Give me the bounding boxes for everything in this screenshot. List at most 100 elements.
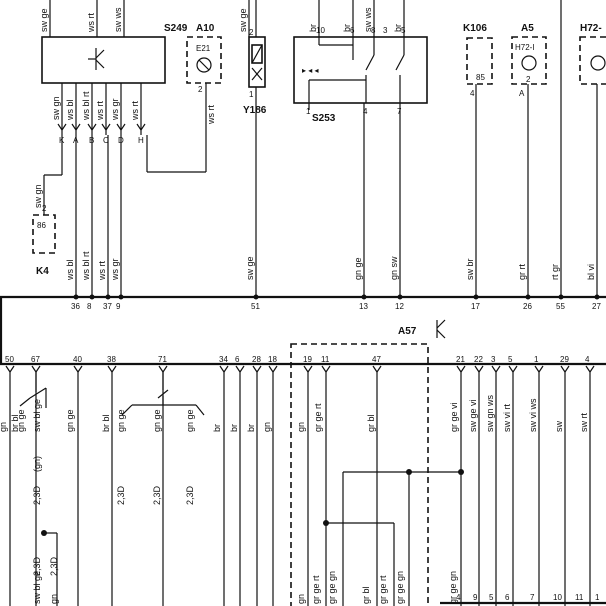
bottom-wire-label-1: br bl bbox=[10, 414, 20, 432]
bottom-pin-fork-9 bbox=[303, 365, 313, 374]
mid-wire-label-1: ws bl rt bbox=[81, 251, 91, 281]
a10-wire-label: ws rt bbox=[206, 105, 216, 125]
lower-wire-label-1: gr ge rt bbox=[311, 575, 321, 604]
bottom-wire-label-10: br bbox=[229, 424, 239, 432]
bottom-pin-label-19: 19 bbox=[303, 355, 312, 364]
bottom-pin-fork-2 bbox=[73, 365, 83, 374]
a5-pin: 2 bbox=[526, 75, 531, 84]
s249-drop-label-5: ws rt bbox=[130, 101, 140, 121]
k106-pin-4: 4 bbox=[470, 89, 475, 98]
size-label-4: 2,3D bbox=[185, 485, 195, 505]
bottom-pin-label-21: 21 bbox=[456, 355, 465, 364]
s249-box bbox=[41, 36, 166, 84]
k106-label: K106 bbox=[463, 23, 487, 34]
s249-fork-5 bbox=[136, 123, 146, 132]
a57-symbol bbox=[436, 319, 446, 339]
a57-label: A57 bbox=[398, 326, 417, 337]
s249-pin-C: C bbox=[103, 136, 109, 145]
bottom-wire-label-17: sw ge vi bbox=[468, 399, 478, 432]
s249-fork-4 bbox=[116, 123, 126, 132]
y186-coil-icon bbox=[251, 44, 263, 64]
bottom-pin-label-29: 29 bbox=[560, 355, 569, 364]
bus-pin-36 bbox=[73, 294, 79, 300]
s249-drop-label-3: ws rt bbox=[95, 101, 105, 121]
bus-pin-label-37: 37 bbox=[103, 302, 112, 311]
bottom-pin-label-4: 4 bbox=[585, 355, 590, 364]
bottom-wire-label-13: gn bbox=[296, 422, 306, 432]
bottom-pin-label-28: 28 bbox=[252, 355, 261, 364]
s253-label: S253 bbox=[312, 113, 336, 124]
top-wire-label-0: sw ge bbox=[39, 8, 49, 32]
bottom-wire-label-14: gr ge rt bbox=[313, 403, 323, 432]
size-label-6: 2,3D bbox=[49, 556, 59, 576]
bus-pin-label-55: 55 bbox=[556, 302, 565, 311]
k4-pin-86: 86 bbox=[37, 221, 46, 230]
bottom-wire-label-5: br bl bbox=[101, 414, 111, 432]
bottom-wire-label-18: sw gn ws bbox=[485, 394, 495, 432]
bottom-wire-label-6: gn ge bbox=[116, 409, 126, 432]
s249-fork-2 bbox=[87, 123, 97, 132]
size-label-5: 2,3D bbox=[32, 556, 42, 576]
a10-label: A10 bbox=[196, 23, 215, 34]
bottom-wire-label-15: gr bl bbox=[366, 414, 376, 432]
bottom-pin-fork-6 bbox=[235, 365, 245, 374]
top-wire-label-2: sw ws bbox=[113, 7, 123, 32]
bottom-pin-fork-14 bbox=[491, 365, 501, 374]
bottom-pin-fork-7 bbox=[252, 365, 262, 374]
splice-switch-left bbox=[19, 372, 47, 408]
s253-pin-6: 6 bbox=[350, 26, 355, 35]
a5-pin-a: A bbox=[519, 89, 525, 98]
bottom-pin-label-6: 6 bbox=[235, 355, 240, 364]
size-label-0: 2,3D bbox=[32, 485, 42, 505]
bus-pin-label-13: 13 bbox=[359, 302, 368, 311]
bottom-pin-label-11: 11 bbox=[321, 355, 330, 364]
h72-lamp-icon bbox=[590, 55, 606, 71]
bottom-pin-label-3: 3 bbox=[491, 355, 496, 364]
a5-lamp-icon bbox=[521, 55, 537, 71]
splice-switch-mid bbox=[121, 372, 205, 416]
bottom-pin-label-5: 5 bbox=[508, 355, 513, 364]
s249-drop-label-4: ws gr bbox=[110, 98, 120, 121]
bottom-wire-label-16: gr ge vi bbox=[449, 402, 459, 432]
svg-text:▸ ◂ ◂: ▸ ◂ ◂ bbox=[302, 66, 319, 75]
bottom-wire-label-21: sw bbox=[554, 421, 564, 433]
size-label-1: (gn) bbox=[32, 456, 42, 472]
top-wire-label-6: sw ws bbox=[363, 7, 373, 32]
k106-pin: 85 bbox=[476, 73, 485, 82]
bottom-connector-pin-4: 4 bbox=[456, 593, 461, 602]
s253-switch-symbols: ▸ ◂ ◂ bbox=[302, 37, 405, 103]
lower-wire-label-2: gr ge gn bbox=[327, 571, 337, 604]
lower-wire-label-5: gr ge gn bbox=[395, 571, 405, 604]
bottom-wire-label-0: gn bbox=[0, 422, 8, 432]
a57-box bbox=[290, 343, 429, 606]
a10-lamp-cross bbox=[198, 59, 210, 71]
bottom-connector-pin-7: 7 bbox=[530, 593, 535, 602]
mid-wire-label-7: sw br bbox=[465, 258, 475, 280]
bottom-pin-label-38: 38 bbox=[107, 355, 116, 364]
junction-dot-4 bbox=[41, 530, 47, 536]
mid-wire-label-0: ws bl bbox=[65, 259, 75, 281]
bus-pin-label-17: 17 bbox=[471, 302, 480, 311]
a10-pin: 2 bbox=[198, 85, 203, 94]
bottom-pin-fork-10 bbox=[321, 365, 331, 374]
bottom-pin-label-34: 34 bbox=[219, 355, 228, 364]
mid-wire-label-4: sw ge bbox=[245, 256, 255, 280]
bottom-wire-label-22: sw rt bbox=[579, 413, 589, 432]
bottom-connector-pin-6: 6 bbox=[505, 593, 510, 602]
bottom-pin-label-71: 71 bbox=[158, 355, 167, 364]
bottom-wire-label-7: gn ge bbox=[152, 409, 162, 432]
bottom-wire-label-20: sw vi ws bbox=[528, 398, 538, 432]
bottom-wire-label-8: gn ge bbox=[185, 409, 195, 432]
mid-wire-label-8: gr rt bbox=[517, 264, 527, 281]
bottom-wire-label-19: sw vi rt bbox=[502, 404, 512, 432]
bottom-pin-fork-4 bbox=[158, 365, 168, 374]
top-wire-label-7: br bbox=[393, 24, 403, 32]
bottom-pin-label-18: 18 bbox=[268, 355, 277, 364]
bottom-pin-fork-13 bbox=[474, 365, 484, 374]
y186-pin: 1 bbox=[249, 90, 254, 99]
